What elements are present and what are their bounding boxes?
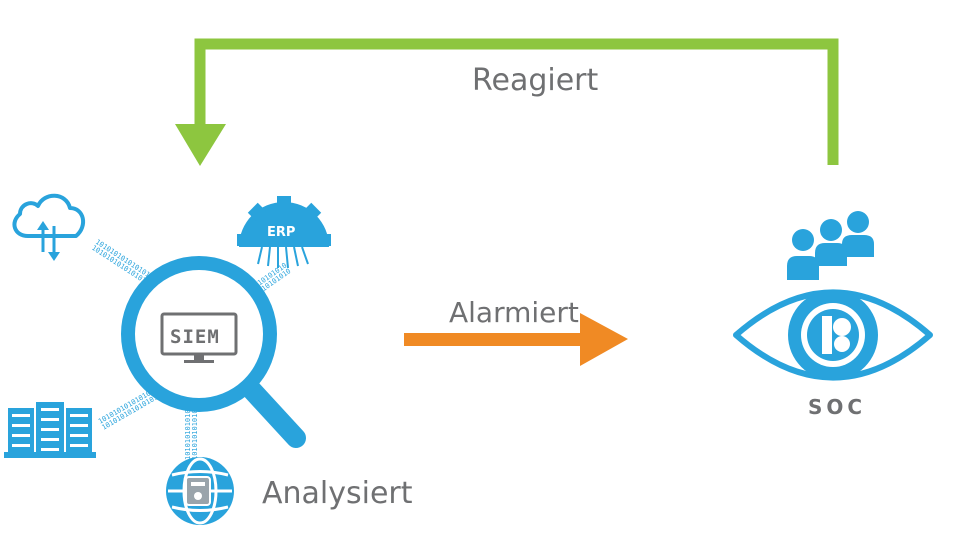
- globe-icon: [166, 457, 234, 525]
- reagiert-arrow: [175, 38, 839, 166]
- soc-label: SOC: [808, 395, 866, 419]
- eye-icon: [733, 289, 933, 381]
- svg-text:1010101010101010: 1010101010101010: [191, 393, 199, 460]
- analysiert-label: Analysiert: [262, 476, 413, 511]
- alarmiert-arrow: [404, 313, 628, 366]
- magnifier-monitor-icon: SIEM: [121, 256, 306, 448]
- svg-text:1010101010101010: 1010101010101010: [94, 238, 155, 281]
- server-rack-icon: [4, 402, 96, 458]
- erp-label: ERP: [267, 225, 295, 240]
- svg-text:1010101010101010: 1010101010101010: [184, 393, 192, 460]
- reagiert-label: Reagiert: [472, 63, 599, 98]
- alarmiert-label: Alarmiert: [449, 296, 579, 329]
- erp-gear-icon: ERP: [237, 196, 331, 269]
- siem-label: SIEM: [170, 326, 220, 348]
- cloud-sync-icon: [12, 193, 86, 261]
- binary-stream-globe: 1010101010101010 1010101010101010: [184, 393, 199, 460]
- team-icon: [787, 211, 874, 280]
